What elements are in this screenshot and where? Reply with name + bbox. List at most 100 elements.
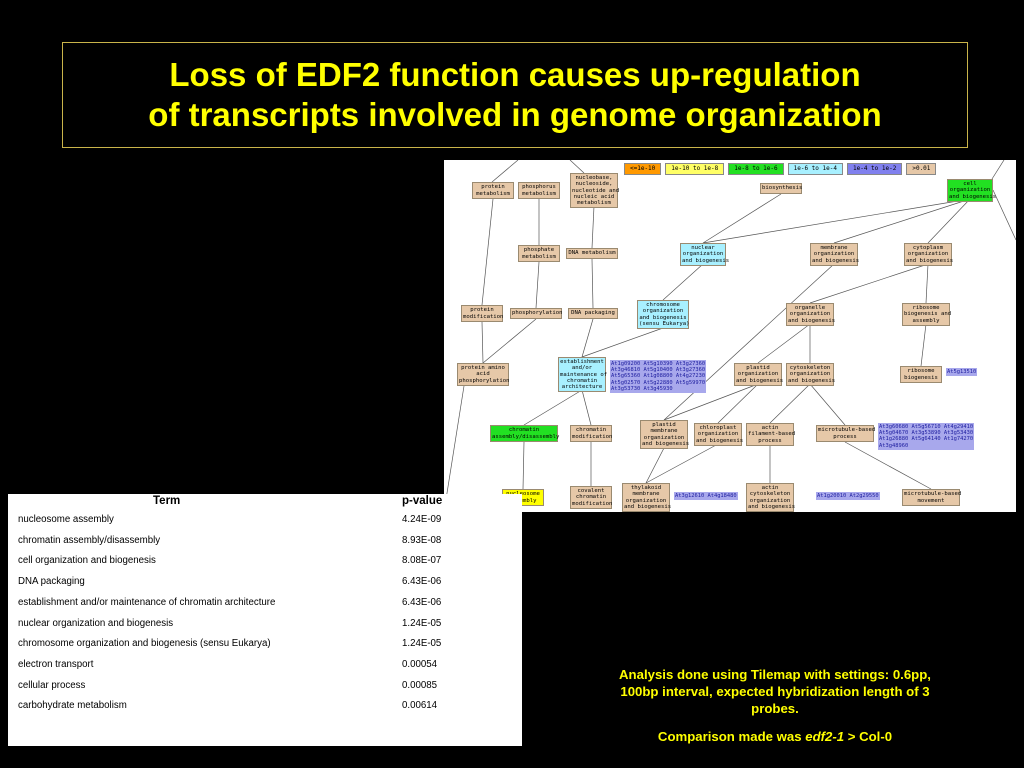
graph-edge (925, 263, 929, 304)
graph-edges (444, 160, 1016, 512)
table-header-pvalue: p-value (402, 495, 443, 507)
graph-edge (581, 318, 594, 358)
table-row: nuclear organization and biogenesis 1.24E… (8, 618, 522, 638)
graph-edge (702, 198, 971, 244)
graph-edge (769, 383, 811, 424)
go-node-biosynthesis: biosynthesis (760, 183, 802, 194)
slide-title-line-1: Loss of EDF2 function causes up-regulati… (169, 56, 861, 93)
graph-edge (591, 205, 595, 249)
graph-edge (717, 383, 759, 424)
go-node-dna-metabolism: DNA metabolism (566, 248, 618, 259)
graph-edge (991, 160, 1005, 180)
comparison-genotype: edf2-1 (805, 729, 845, 744)
graph-edge (482, 318, 537, 364)
graph-edge (809, 263, 929, 304)
graph-edge (833, 198, 971, 244)
graph-edge (481, 198, 494, 306)
graph-edge (927, 198, 971, 244)
table-cell-pvalue: 0.00614 (402, 700, 438, 712)
table-cell-pvalue: 0.00085 (402, 679, 438, 691)
legend-item: 1e-10 to 1e-8 (665, 163, 725, 175)
table-cell-pvalue: 6.43E-06 (402, 576, 442, 588)
table-cell-term: establishment and/or maintenance of chro… (18, 596, 276, 608)
slide-title: Loss of EDF2 function causes up-regulati… (148, 55, 881, 135)
table-cell-term: cellular process (18, 679, 86, 691)
go-node-phosphorylation: phosphorylation (510, 308, 563, 319)
graph-edge (535, 261, 540, 309)
table-header-term: Term (153, 495, 181, 507)
gene-list-g-actin: At1g20010 At2g29550 (816, 492, 880, 501)
table-cell-term: cell organization and biogenesis (18, 555, 156, 567)
graph-edge (809, 383, 846, 426)
graph-edge (662, 263, 704, 301)
comparison-prefix: Comparison made was (657, 729, 806, 744)
table-cell-term: nuclear organization and biogenesis (18, 617, 174, 629)
graph-edge (581, 389, 592, 426)
table-cell-pvalue: 0.00054 (402, 658, 438, 670)
table-cell-pvalue: 1.24E-05 (402, 638, 442, 650)
graph-edge (992, 189, 1016, 241)
graph-edge (663, 263, 835, 421)
analysis-line-2: 100bp interval, expected hybridization l… (620, 684, 930, 699)
graph-edge (591, 258, 594, 309)
graph-edge (702, 193, 782, 244)
table-row: chromosome organization and biogenesis (… (8, 638, 522, 658)
analysis-note: Analysis done using Tilemap with setting… (556, 666, 994, 717)
legend-item: 1e-6 to 1e-4 (787, 163, 843, 175)
graph-edge (844, 441, 932, 490)
table-cell-term: electron transport (18, 658, 94, 670)
analysis-line-3: probes. (751, 701, 799, 716)
table-cell-term: chromatin assembly/disassembly (18, 534, 161, 546)
table-cell-pvalue: 8.93E-08 (402, 534, 442, 546)
table-row: chromatin assembly/disassembly 8.93E-08 (8, 535, 522, 555)
graph-edge (663, 383, 759, 421)
gene-list-g-ribosome: At5g13510 (946, 368, 978, 377)
legend-item: 1e-4 to 1e-2 (846, 163, 903, 175)
go-node-dna-packaging: DNA packaging (568, 308, 618, 319)
legend-item: <=1e-10 (624, 163, 662, 175)
graph-edge (581, 327, 664, 358)
table-row: cellular process 0.00085 (8, 680, 522, 700)
table-row: establishment and/or maintenance of chro… (8, 597, 522, 617)
graph-edge (444, 385, 465, 512)
table-cell-pvalue: 4.24E-09 (402, 514, 442, 525)
table-row: electron transport 0.00054 (8, 659, 522, 679)
legend-item: >0.01 (906, 163, 937, 175)
graph-edge (569, 160, 585, 174)
legend-item: 1e-8 to 1e-6 (728, 163, 784, 175)
comparison-suffix: > Col-0 (844, 729, 893, 744)
analysis-line-1: Analysis done using Tilemap with setting… (619, 667, 931, 682)
table-cell-pvalue: 1.24E-05 (402, 617, 442, 629)
graph-edge (920, 323, 927, 367)
graph-edge (645, 443, 719, 484)
graph-edge (523, 389, 583, 426)
